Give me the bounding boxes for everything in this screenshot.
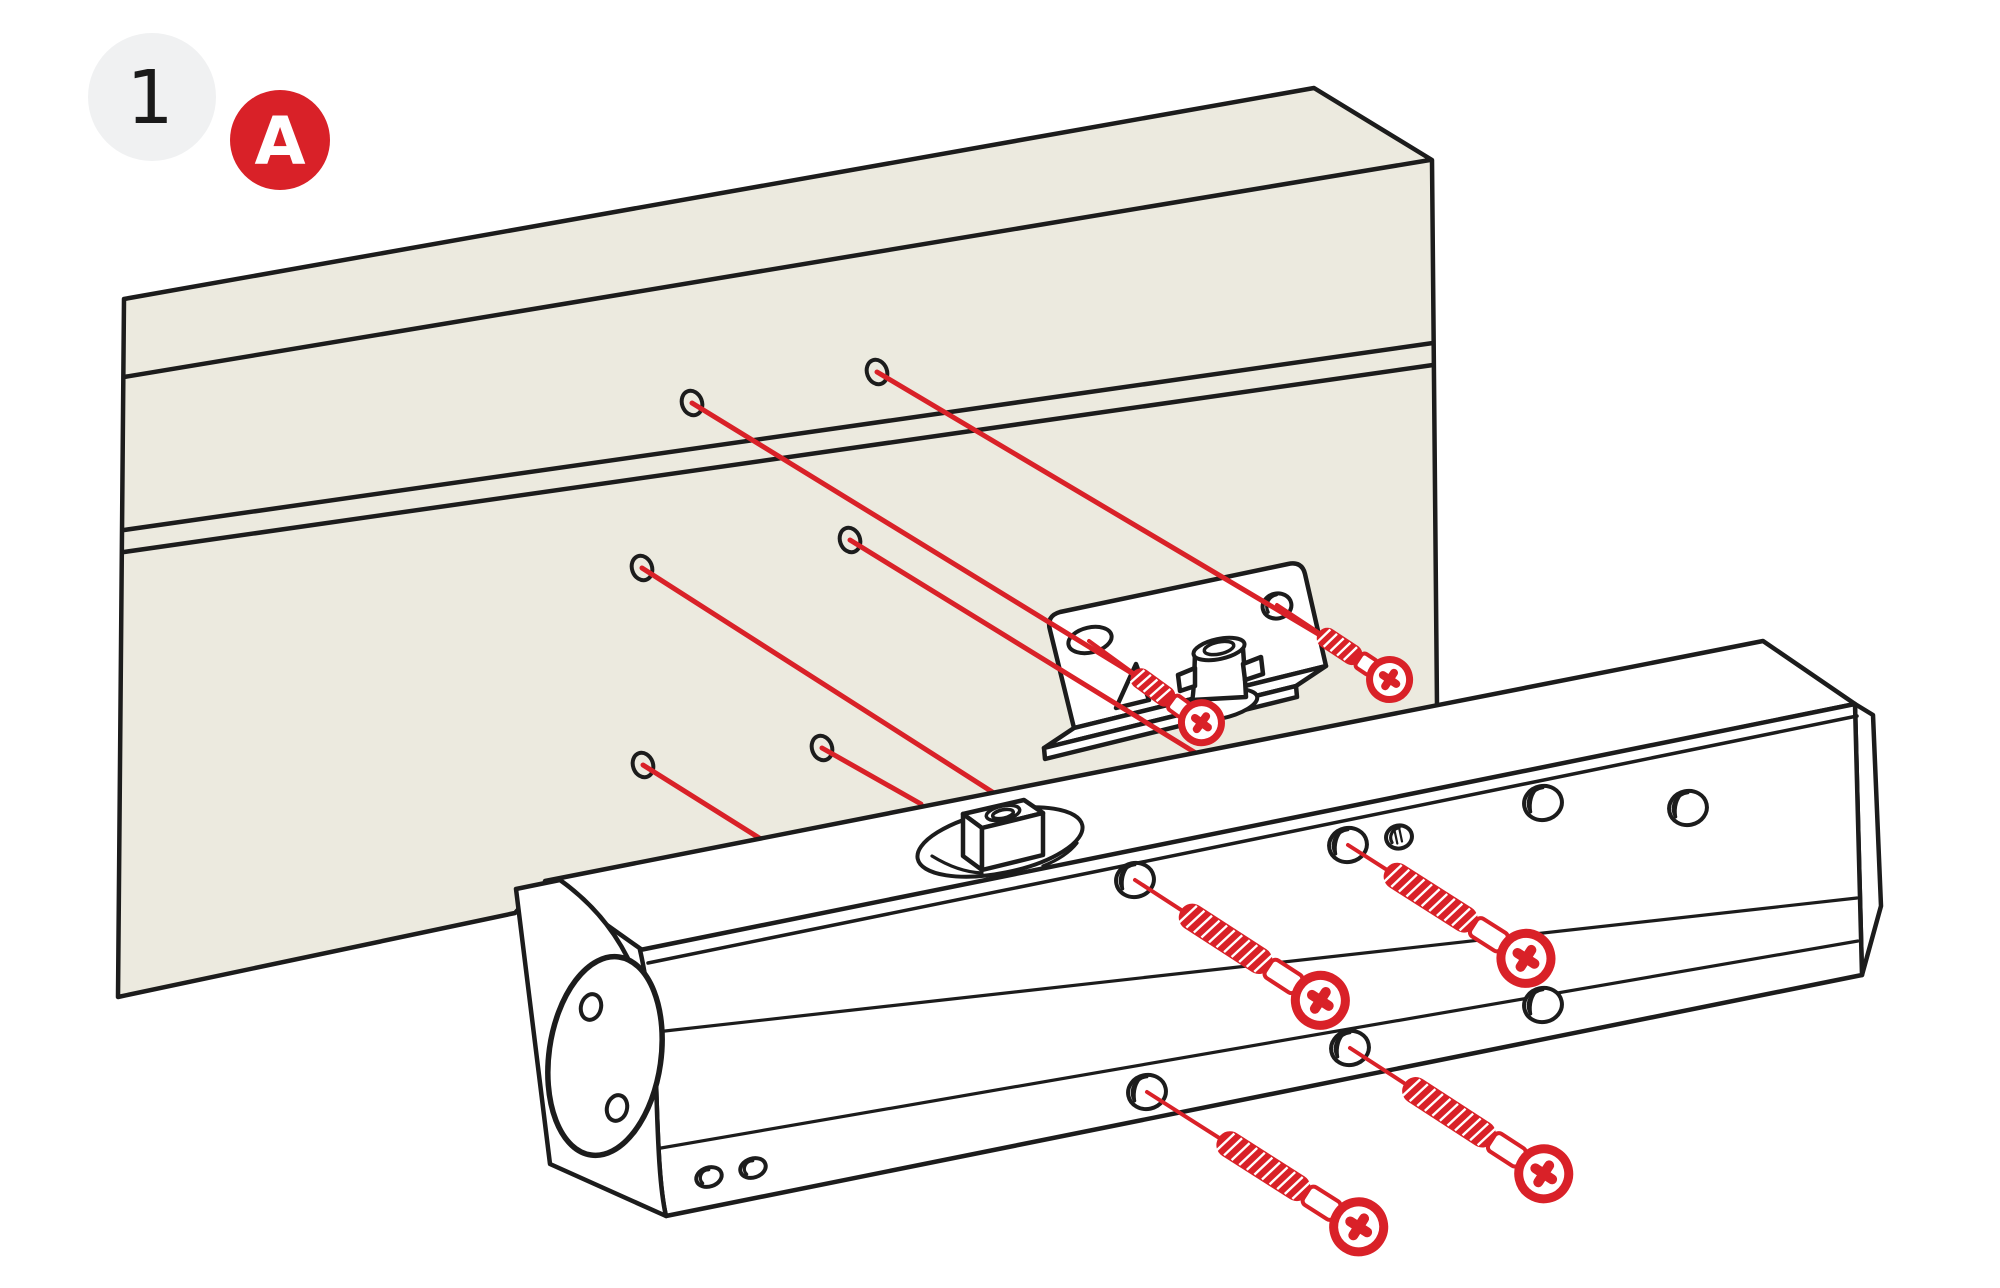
guide-line-bracket-left — [689, 400, 1151, 686]
threaded-pin-hole — [1384, 823, 1414, 851]
step-badge-circle — [88, 33, 216, 161]
end-cap-hole-lower — [604, 1093, 630, 1123]
bracket-screw-right — [1275, 603, 1417, 707]
guide-line-body-top-left — [639, 565, 1000, 798]
body-top-chamfer-line — [646, 714, 1859, 965]
end-cap-hole-upper — [578, 992, 604, 1022]
spindle-nut — [960, 797, 1046, 873]
guide-line-body-bottom-right — [819, 745, 924, 807]
nut-socket-outer — [984, 803, 1022, 823]
body-screw-holes — [691, 780, 1713, 1193]
bracket-screw-left — [1087, 639, 1229, 751]
variant-badge: A — [230, 90, 330, 190]
nut-socket-inner — [990, 807, 1016, 821]
alignment-guide-lines — [639, 369, 1333, 844]
end-cap-cylinder-face — [545, 953, 665, 1159]
frame-head-front-edge — [121, 157, 1433, 380]
frame-door-gap-upper — [121, 340, 1436, 533]
guide-line-body-top-right — [847, 537, 1202, 758]
end-cap — [513, 877, 669, 1219]
pivot-cap-inner — [1202, 639, 1236, 657]
spindle-recess — [915, 797, 1085, 879]
recess-counterbore-right — [1041, 841, 1079, 868]
step-badge: 1 — [88, 33, 216, 161]
body-bottom-chamfer-line — [659, 939, 1860, 1150]
variant-badge-label: A — [254, 103, 305, 180]
body-screw-top-right — [1346, 843, 1561, 993]
body-screw-bottom-left — [1145, 1090, 1394, 1261]
nut-right-face — [979, 810, 1046, 873]
mounting-screws — [1087, 603, 1578, 1261]
body-screw-bottom-right — [1348, 1046, 1578, 1208]
recess-counterbore-left — [930, 854, 984, 875]
pivot-wing-right — [1240, 654, 1266, 683]
pivot-wing-left — [1175, 665, 1198, 694]
guide-line-bracket-right — [874, 369, 1333, 644]
badges: 1 A — [88, 33, 330, 190]
variant-badge-circle — [230, 90, 330, 190]
step-badge-label: 1 — [126, 55, 173, 141]
body-screw-top-left — [1133, 878, 1355, 1035]
pilot-holes — [629, 357, 890, 780]
guide-line-body-bottom-left — [640, 762, 767, 844]
